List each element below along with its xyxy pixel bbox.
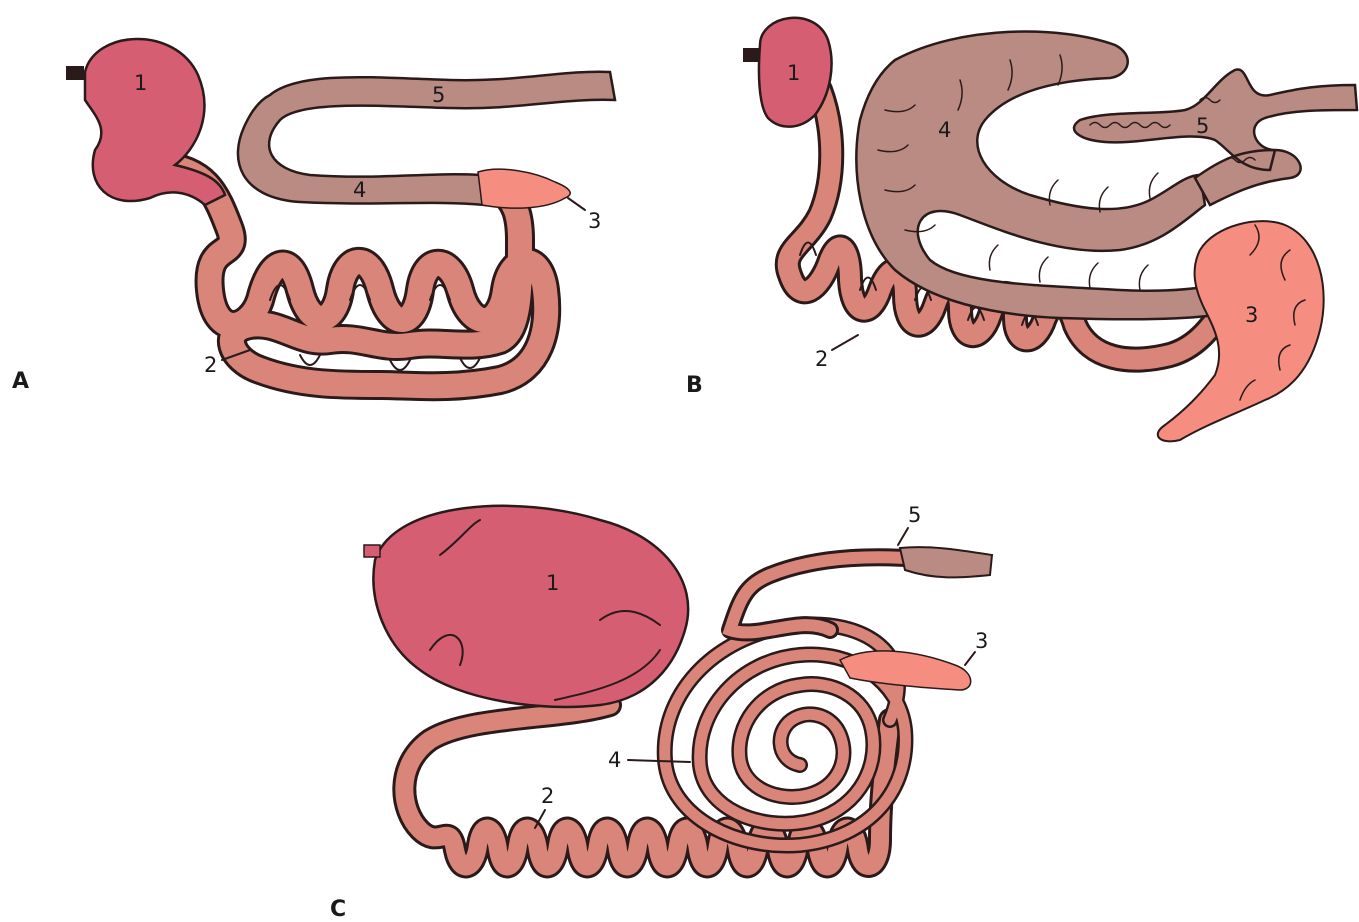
label-a-4: 4 (353, 178, 366, 202)
panel-a: 1 5 4 3 2 A (12, 39, 615, 394)
panel-letter-b: B (686, 373, 703, 398)
leader-b-2 (832, 335, 858, 350)
label-a-1: 1 (134, 71, 147, 95)
label-b-3: 3 (1245, 303, 1258, 327)
label-c-1: 1 (546, 571, 559, 595)
label-c-4: 4 (608, 748, 621, 772)
esophagus-stub-b (743, 48, 759, 62)
panel-letter-a: A (12, 369, 29, 394)
cecum-b (1158, 221, 1324, 441)
label-b-4: 4 (938, 118, 951, 142)
rectum-c (900, 547, 992, 577)
label-b-5: 5 (1196, 114, 1209, 138)
label-b-2: 2 (815, 347, 828, 371)
label-a-2: 2 (204, 353, 217, 377)
label-c-5: 5 (908, 503, 921, 527)
leader-c-5 (898, 528, 908, 545)
leader-a-3 (568, 198, 585, 210)
rectum-b (1074, 70, 1357, 205)
large-intestine-b (856, 31, 1215, 319)
panel-letter-c: C (330, 897, 346, 922)
label-a-5: 5 (432, 83, 445, 107)
panel-b: 1 4 5 3 2 B (686, 18, 1357, 442)
esophagus-stub-a (66, 66, 84, 80)
stomach-c (373, 506, 688, 707)
panel-c: 1 5 3 4 2 C (330, 503, 992, 922)
leader-c-3 (965, 652, 975, 665)
cecum-c (840, 651, 971, 690)
label-a-3: 3 (588, 209, 601, 233)
esophagus-stub-c (364, 545, 380, 557)
cecum-a (478, 169, 570, 208)
label-b-1: 1 (787, 61, 800, 85)
label-c-2: 2 (541, 784, 554, 808)
label-c-3: 3 (975, 629, 988, 653)
stomach-a (85, 39, 225, 205)
leader-c-4 (628, 760, 690, 762)
